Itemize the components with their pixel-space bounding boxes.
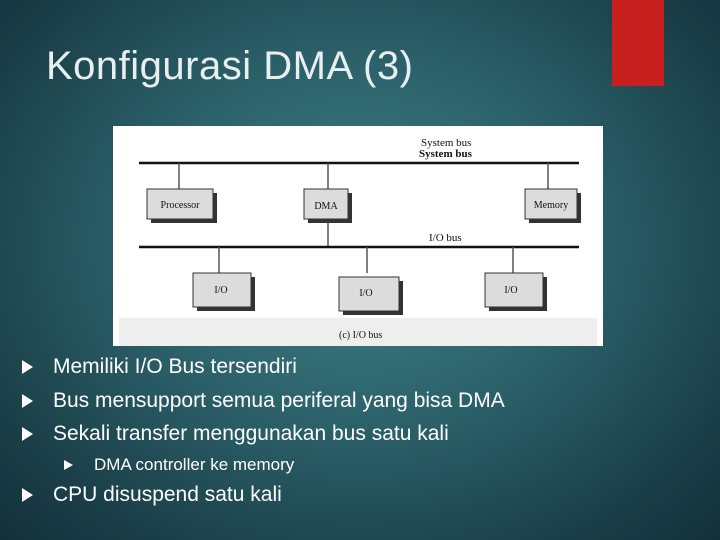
io-bus-label: I/O bus [429,232,462,244]
io-box-1: I/O [192,272,255,311]
bullet-item: Sekali transfer menggunakan bus satu kal… [22,422,449,446]
bullet-text: Memiliki I/O Bus tersendiri [53,355,297,378]
system-bus-label-top: System bus [421,137,471,149]
memory-label: Memory [534,200,568,211]
dma-label: DMA [314,201,338,212]
sub-bullet-item: DMA controller ke memory [64,455,294,475]
bullet-arrow-icon [22,360,33,374]
bullet-arrow-icon [22,488,33,502]
dma-box: DMA [303,188,352,223]
bullet-text: DMA controller ke memory [94,455,295,474]
bullet-item: CPU disuspend satu kali [22,483,282,507]
bullet-arrow-icon [64,460,73,470]
bullet-item: Bus mensupport semua periferal yang bisa… [22,389,505,413]
slide-title: Konfigurasi DMA (3) [46,44,414,88]
io3-label: I/O [504,285,517,296]
processor-label: Processor [161,200,201,211]
memory-box: Memory [524,188,581,223]
bullet-item: Memiliki I/O Bus tersendiri [22,355,297,379]
processor-box: Processor [146,188,217,223]
io-box-2: I/O [338,276,403,315]
red-accent-bar [612,0,664,86]
dma-diagram-svg: .dtext { font-family:"Liberation Serif",… [119,137,597,346]
io2-label: I/O [359,288,372,299]
caption-band [119,318,597,346]
io-box-3: I/O [484,272,547,311]
bullet-text: CPU disuspend satu kali [53,483,282,506]
bullet-text: Sekali transfer menggunakan bus satu kal… [53,422,449,445]
bullet-text: Bus mensupport semua periferal yang bisa… [53,389,505,412]
system-bus-label: System bus [419,148,473,160]
diagram-caption: (c) I/O bus [339,330,382,341]
bullet-arrow-icon [22,427,33,441]
io1-label: I/O [214,285,227,296]
bullet-arrow-icon [22,394,33,408]
dma-diagram: .dtext { font-family:"Liberation Serif",… [113,126,603,346]
